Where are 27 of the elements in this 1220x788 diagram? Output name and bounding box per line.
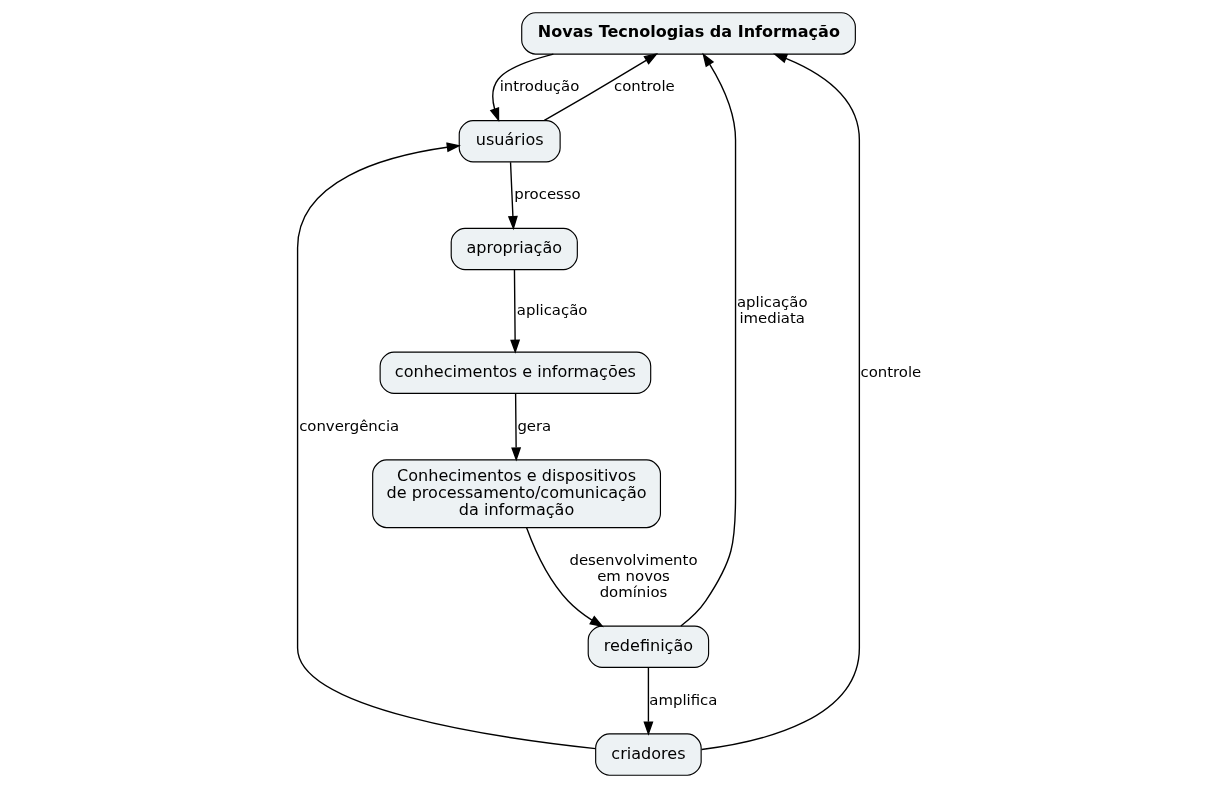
node-box: apropriação — [450, 227, 578, 271]
edge-label: aplicação — [516, 300, 588, 319]
edge-label: convergência — [299, 416, 400, 435]
edge-label: introdução — [499, 77, 580, 96]
node-box: conhecimentos e informações — [379, 351, 652, 394]
edge-label: controle — [614, 77, 675, 96]
arrow — [525, 526, 604, 628]
node-box: Conhecimentos e dispositivos de processamento/comunicação da informação — [372, 459, 661, 529]
arrow — [643, 667, 654, 736]
arrow — [680, 52, 737, 627]
edge-label: gera — [517, 416, 552, 435]
arrow — [511, 392, 522, 462]
arrow — [296, 142, 597, 750]
node-box: Novas Tecnologias da Informação — [521, 12, 856, 55]
edge-label: desenvolvimento em novos domínios — [569, 550, 698, 601]
edge-label: aplicação imediata — [736, 292, 808, 327]
arrow — [543, 53, 659, 122]
edge-label: controle — [860, 362, 922, 381]
node-box: redefinição — [587, 625, 710, 668]
arrow — [510, 268, 521, 354]
arrow — [700, 53, 861, 751]
edge-label: amplifica — [649, 690, 718, 709]
node-box: criadores — [595, 733, 702, 776]
arrow — [507, 161, 518, 231]
arrow — [489, 53, 555, 123]
edge-label: processo — [514, 184, 581, 203]
node-box: usuários — [458, 120, 561, 163]
